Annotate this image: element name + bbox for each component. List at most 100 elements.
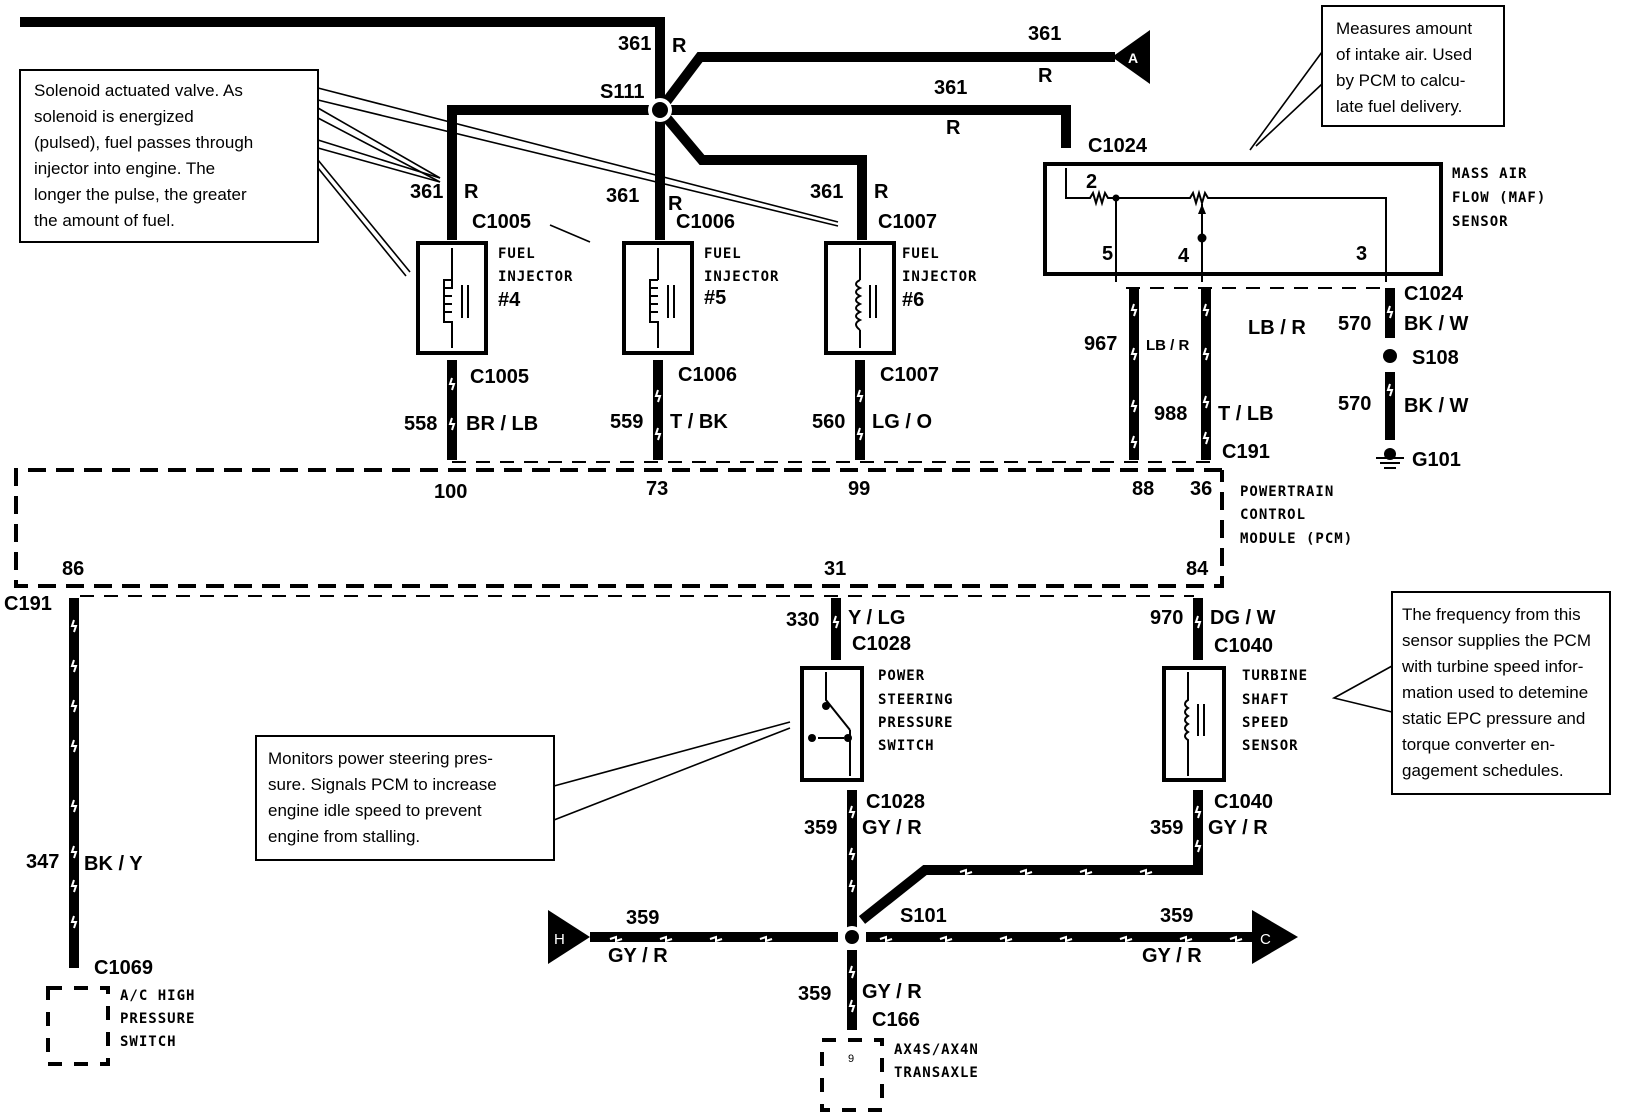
- svg-text:BK / W: BK / W: [1404, 395, 1469, 417]
- svg-text:#5: #5: [704, 287, 726, 309]
- transaxle-outline: [820, 1038, 884, 1112]
- svg-text:sure. Signals PCM to increase: sure. Signals PCM to increase: [268, 775, 497, 794]
- splice-s108-label: S108: [1412, 347, 1459, 369]
- svg-text:GY / R: GY / R: [608, 945, 668, 967]
- svg-text:H: H: [554, 931, 565, 948]
- offpage-connector-a[interactable]: A: [1112, 30, 1150, 84]
- connector-label: C1005: [472, 211, 531, 233]
- switch-outline: [46, 986, 110, 1066]
- wire-361-inj4: [447, 105, 660, 240]
- connector-label: C191: [1222, 441, 1270, 463]
- note-power-steering: Monitors power steering pres- sure. Sign…: [255, 721, 791, 861]
- svg-text:GY / R: GY / R: [862, 817, 922, 839]
- svg-text:FLOW (MAF): FLOW (MAF): [1452, 190, 1546, 206]
- svg-text:Y / LG: Y / LG: [848, 607, 905, 629]
- svg-text:FUEL: FUEL: [704, 246, 742, 262]
- svg-text:SPEED: SPEED: [1242, 715, 1289, 731]
- ac-high-pressure-switch[interactable]: 347 BK / Y C1069 A/C HIGH PRESSURE SWITC…: [26, 598, 195, 1066]
- svg-text:BK / W: BK / W: [1404, 313, 1469, 335]
- svg-text:MASS AIR: MASS AIR: [1452, 166, 1527, 182]
- coil-icon: [649, 248, 659, 348]
- svg-text:#4: #4: [498, 289, 521, 311]
- connector-label: C1028: [852, 633, 911, 655]
- circuit-label: 361: [934, 77, 967, 99]
- svg-text:A: A: [1128, 50, 1138, 66]
- svg-text:R: R: [668, 193, 683, 215]
- transaxle[interactable]: C166 9 AX4S/AX4N TRANSAXLE: [820, 1009, 979, 1112]
- svg-text:engine idle speed to prevent: engine idle speed to prevent: [268, 801, 482, 820]
- svg-text:POWER: POWER: [878, 668, 925, 684]
- connector-label: C1006: [676, 211, 735, 233]
- splice-s101-dot: [845, 930, 859, 944]
- svg-text:T / LB: T / LB: [1218, 403, 1274, 425]
- svg-text:static EPC pressure and: static EPC pressure and: [1402, 709, 1585, 728]
- svg-text:559: 559: [610, 411, 643, 433]
- maf-sensor[interactable]: C1024 2 5 4 3 MASS AIR FLOW (MAF) SENSOR: [1043, 135, 1546, 282]
- svg-text:BK / Y: BK / Y: [84, 853, 143, 875]
- svg-text:solenoid is energized: solenoid is energized: [34, 107, 194, 126]
- svg-text:#6: #6: [902, 289, 924, 311]
- svg-text:570: 570: [1338, 313, 1371, 335]
- pcm-module[interactable]: 88 36 POWERTRAIN CONTROL MODULE (PCM) 86…: [4, 461, 1353, 615]
- pcm-pin-label: 88: [1132, 478, 1154, 500]
- svg-text:970: 970: [1150, 607, 1183, 629]
- connector-label: C191: [4, 593, 52, 615]
- svg-text:AX4S/AX4N: AX4S/AX4N: [894, 1042, 979, 1058]
- svg-text:torque converter en-: torque converter en-: [1402, 735, 1555, 754]
- arrow-right-icon: [1252, 910, 1298, 964]
- wire-361-left-feed: [20, 17, 665, 110]
- svg-text:INJECTOR: INJECTOR: [498, 269, 573, 285]
- pcm-pin-label: 99: [848, 478, 870, 500]
- svg-text:4: 4: [1178, 245, 1190, 267]
- svg-text:C1005: C1005: [470, 366, 529, 388]
- svg-text:TRANSAXLE: TRANSAXLE: [894, 1065, 979, 1081]
- svg-text:TURBINE: TURBINE: [1242, 668, 1308, 684]
- svg-text:R: R: [464, 181, 479, 203]
- sensor-body: [1162, 666, 1226, 782]
- svg-text:R: R: [874, 181, 889, 203]
- svg-text:FUEL: FUEL: [902, 246, 940, 262]
- svg-text:SENSOR: SENSOR: [1242, 738, 1299, 754]
- svg-text:SENSOR: SENSOR: [1452, 214, 1509, 230]
- svg-text:CONTROL: CONTROL: [1240, 507, 1306, 523]
- maf-body: [1043, 162, 1443, 276]
- svg-text:The frequency from this: The frequency from this: [1402, 605, 1581, 624]
- offpage-connector-h[interactable]: H: [548, 910, 590, 964]
- wire-359-tss: [858, 790, 1203, 924]
- svg-text:359: 359: [1150, 817, 1183, 839]
- switch-body: [800, 666, 864, 782]
- wire-361-to-a: [656, 52, 1115, 114]
- svg-text:sensor supplies the PCM: sensor supplies the PCM: [1402, 631, 1591, 650]
- svg-text:9: 9: [848, 1053, 854, 1065]
- pcm-pin-label: 36: [1190, 478, 1212, 500]
- resistor-network-icon: [1065, 168, 1387, 282]
- svg-text:558: 558: [404, 413, 437, 435]
- svg-text:Measures amount: Measures amount: [1336, 19, 1472, 38]
- svg-text:C1006: C1006: [678, 364, 737, 386]
- svg-text:LB / R: LB / R: [1146, 337, 1189, 354]
- svg-text:FUEL: FUEL: [498, 246, 536, 262]
- svg-text:gagement schedules.: gagement schedules.: [1402, 761, 1564, 780]
- svg-text:SWITCH: SWITCH: [120, 1034, 177, 1050]
- pcm-pin-label: 100: [434, 481, 467, 503]
- svg-text:PRESSURE: PRESSURE: [878, 715, 953, 731]
- fuel-injector-5[interactable]: 361 R C1006 C1006 559 T / BK FUEL INJECT…: [606, 185, 779, 500]
- pcm-pin-label: 31: [824, 558, 846, 580]
- connector-label: C1069: [94, 957, 153, 979]
- note-maf: Measures amount of intake air. Used by P…: [1249, 5, 1505, 151]
- svg-text:of intake air. Used: of intake air. Used: [1336, 45, 1472, 64]
- svg-text:longer the pulse, the greater: longer the pulse, the greater: [34, 185, 247, 204]
- offpage-connector-c[interactable]: C: [1252, 910, 1298, 964]
- pcm-pin-label: 84: [1186, 558, 1209, 580]
- coil-icon: [443, 248, 453, 348]
- svg-text:with turbine speed infor-: with turbine speed infor-: [1401, 657, 1583, 676]
- turbine-shaft-speed-sensor[interactable]: 970 DG / W C1040 TURBINE SHAFT SPEED SEN…: [1150, 598, 1308, 839]
- svg-text:SWITCH: SWITCH: [878, 738, 935, 754]
- power-steering-pressure-switch[interactable]: 330 Y / LG C1028 POWER STEERING PRESSURE…: [786, 598, 953, 839]
- fuel-injector-4[interactable]: 361 R C1005 C1005 558 BR / LB FUEL INJEC…: [404, 181, 573, 503]
- pcm-pin-label: 73: [646, 478, 668, 500]
- fuel-injector-6[interactable]: 361 R C1007 C1007 560 LG / O FUEL INJECT…: [810, 181, 977, 500]
- svg-text:T / BK: T / BK: [670, 411, 728, 433]
- svg-text:Solenoid actuated valve. As: Solenoid actuated valve. As: [34, 81, 243, 100]
